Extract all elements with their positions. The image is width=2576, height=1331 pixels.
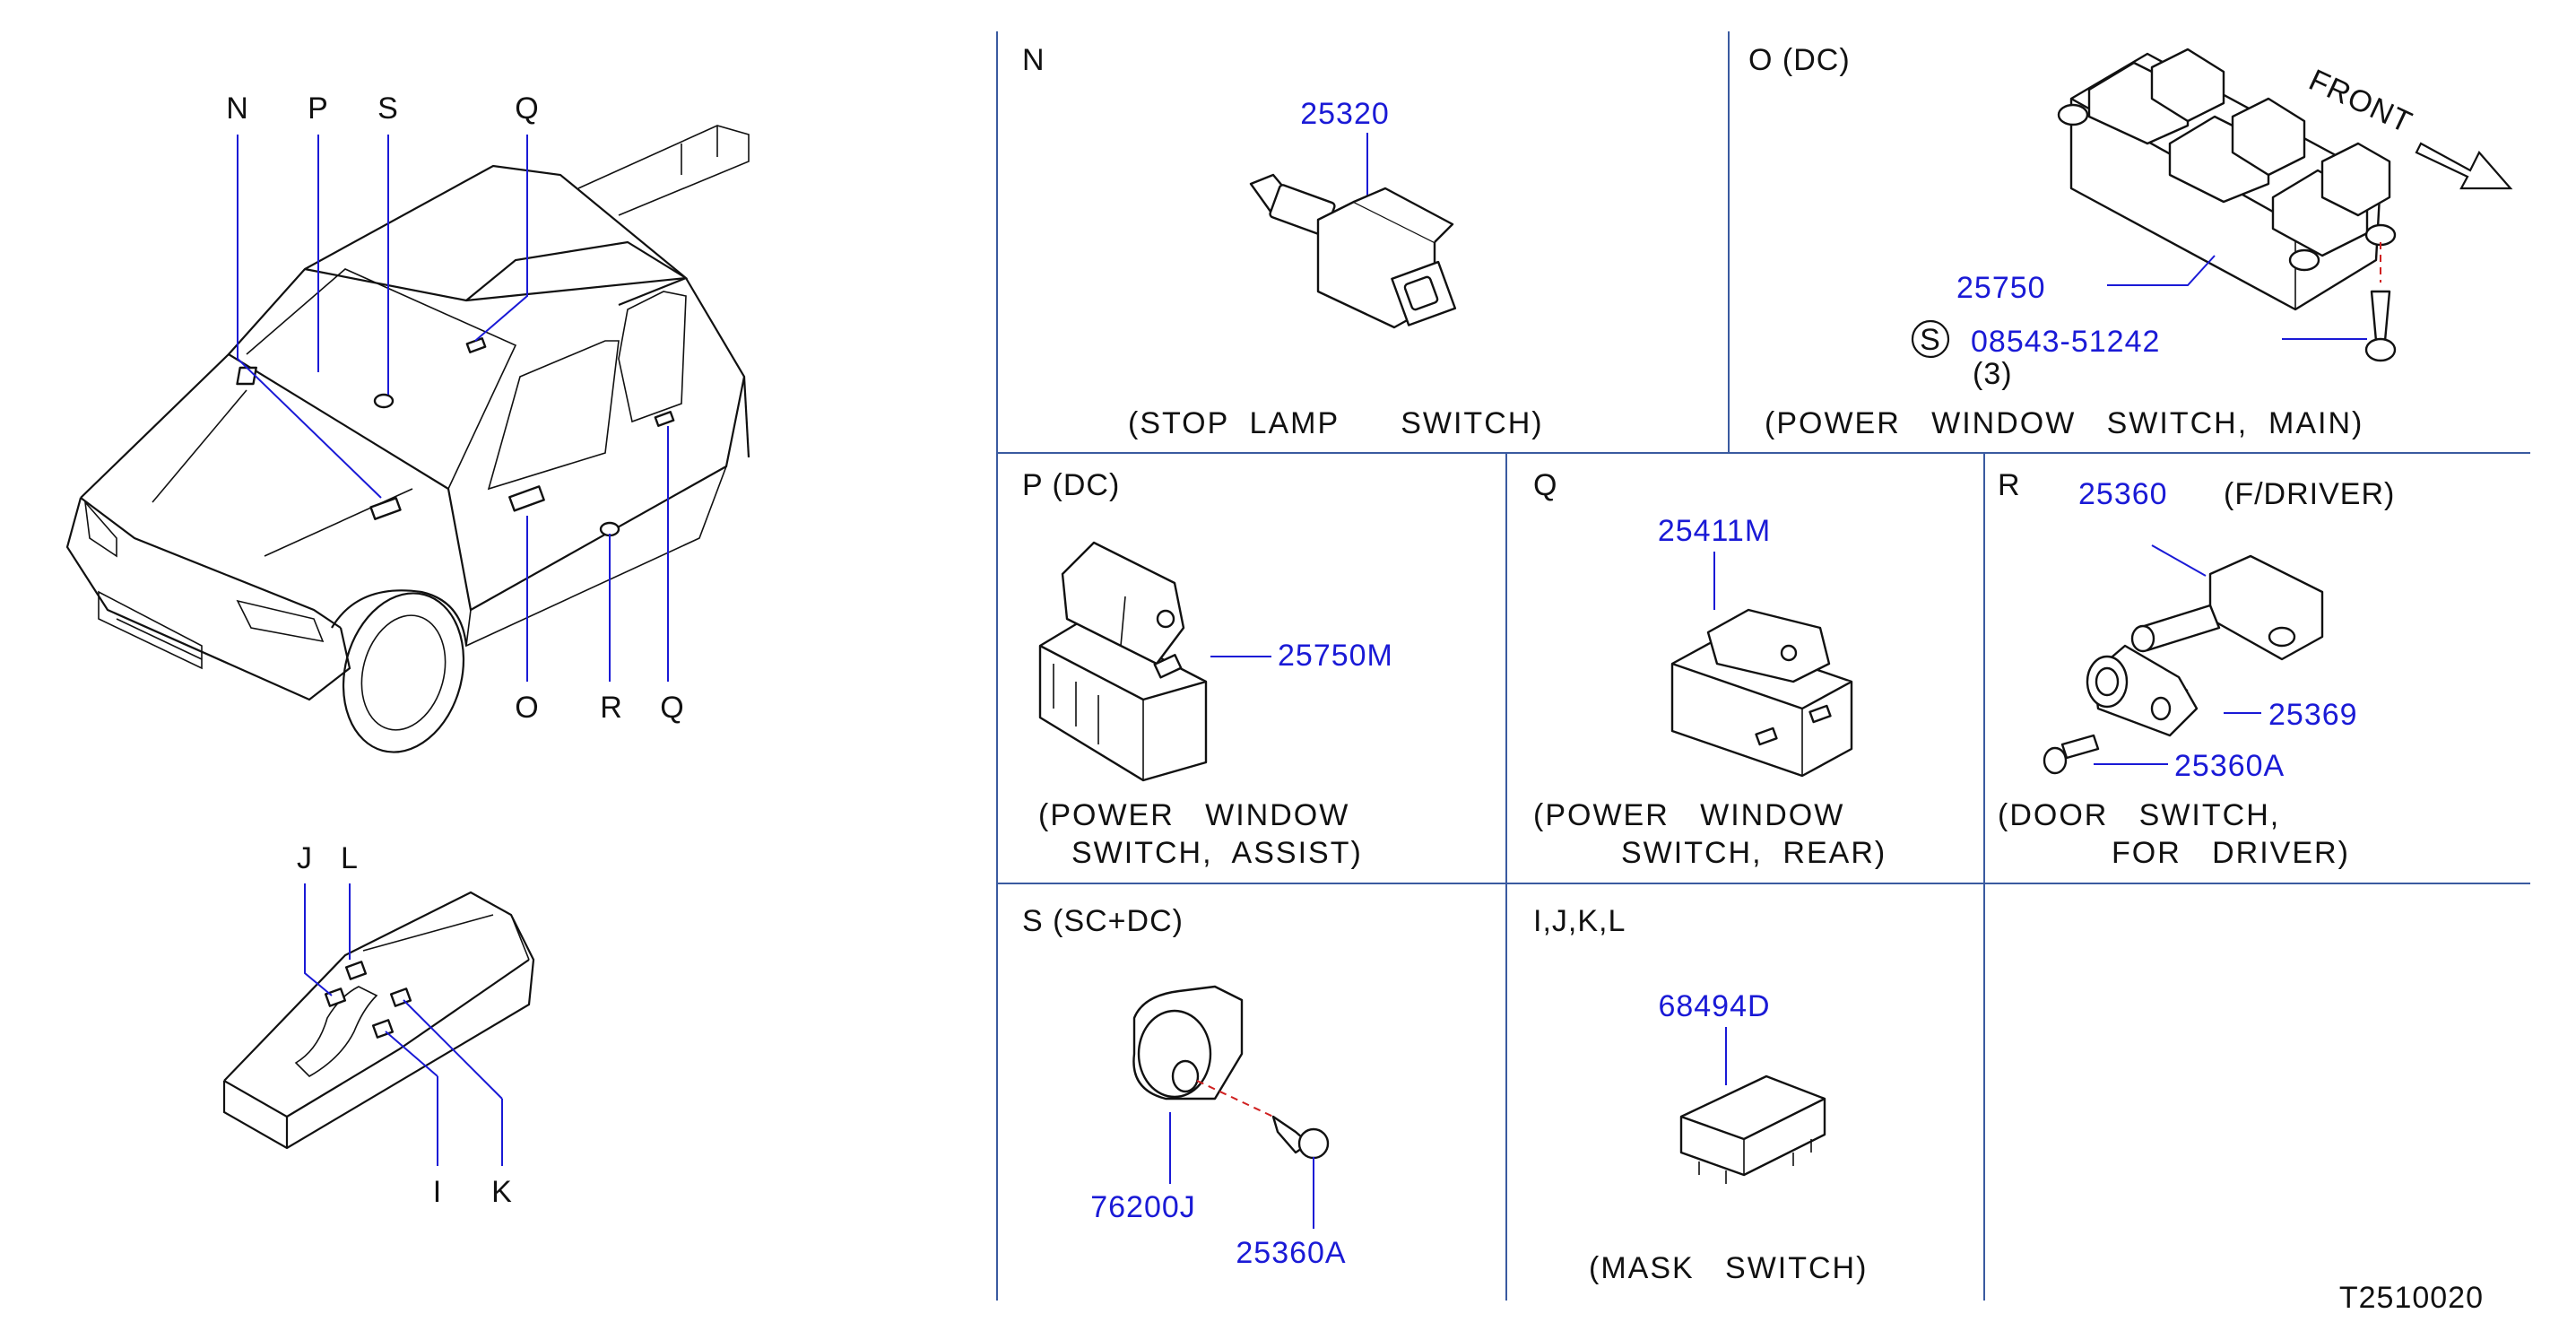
screw-part-number: 08543-51242: [1971, 325, 2160, 359]
callout-L: L: [341, 841, 359, 875]
callout-S: S: [377, 91, 399, 126]
switch-bracket-drawing: [1132, 985, 1330, 1160]
callout-O: O: [515, 691, 539, 725]
section-title: P (DC): [1022, 468, 1120, 502]
callout-R: R: [600, 691, 623, 725]
screw-quantity: (3): [1973, 357, 2013, 391]
drawing-id: T2510020: [2339, 1281, 2484, 1315]
part-number: 25320: [1300, 97, 1390, 131]
assist-switch-drawing: [1038, 541, 1208, 782]
caption: (STOP LAMP SWITCH): [1128, 406, 1544, 440]
section-title: Q: [1533, 468, 1557, 502]
part-number-25369: 25369: [2268, 698, 2358, 732]
section-O: O (DC) FRONT 25750 S 08543-51242 (3) (PO: [1748, 43, 2513, 440]
caption-line2: FOR DRIVER): [2112, 836, 2350, 870]
rear-switch-drawing: [1670, 608, 1853, 778]
section-title: N: [1022, 43, 1045, 77]
caption-line2: SWITCH, ASSIST): [1071, 836, 1363, 870]
caption-line2: SWITCH, REAR): [1621, 836, 1886, 870]
caption: (MASK SWITCH): [1589, 1251, 1868, 1285]
callout-N: N: [226, 91, 249, 126]
part-number-76200J: 76200J: [1090, 1190, 1196, 1224]
vehicle-illustration: N P S Q O R Q: [65, 91, 750, 753]
part-number: 25411M: [1658, 514, 1771, 548]
caption-line1: (POWER WINDOW: [1038, 798, 1349, 832]
part-number: 68494D: [1658, 989, 1770, 1023]
callout-Q-rear: Q: [660, 691, 684, 725]
section-title: O (DC): [1748, 43, 1851, 77]
fitment-note: (F/DRIVER): [2224, 477, 2395, 511]
callout-K: K: [491, 1175, 513, 1209]
part-number-25360A: 25360A: [1236, 1236, 1346, 1270]
callout-Q: Q: [515, 91, 539, 126]
mask-switch-drawing: [1679, 1074, 1826, 1184]
section-S: S (SC+DC) 76200J 25360A: [1022, 904, 1346, 1270]
screw-symbol: S: [1920, 323, 1941, 357]
callout-J: J: [297, 841, 313, 875]
caption-line1: (DOOR SWITCH,: [1998, 798, 2280, 832]
section-R: R 25360 (F/DRIVER) 25369 25360A (DOOR SW…: [1998, 468, 2395, 870]
callout-P: P: [308, 91, 329, 126]
part-number: 25750: [1956, 271, 2046, 305]
front-label: FRONT: [2303, 63, 2417, 140]
stop-lamp-switch-drawing: [1249, 173, 1457, 329]
caption: (POWER WINDOW SWITCH, MAIN): [1765, 406, 2364, 440]
front-arrow: [2415, 142, 2513, 190]
screw-symbol-circle: [1911, 319, 1950, 359]
main-switch-drawing: [2057, 48, 2397, 362]
section-Q: Q 25411M (POWER WINDOW SWITCH, REAR): [1533, 468, 1886, 870]
section-P: P (DC) 25750M (POWER WINDOW SWITCH, ASSI…: [1022, 468, 1393, 870]
part-number: 25750M: [1278, 639, 1393, 673]
console-illustration: J L I K: [222, 841, 535, 1209]
section-title: S (SC+DC): [1022, 904, 1184, 938]
section-title: R: [1998, 468, 2021, 502]
section-title: I,J,K,L: [1533, 904, 1626, 938]
door-switch-drawing: [2043, 554, 2324, 775]
callout-I: I: [433, 1175, 442, 1209]
part-number-25360A: 25360A: [2174, 749, 2285, 783]
part-number-25360: 25360: [2078, 477, 2168, 511]
section-grid: [996, 31, 2530, 1301]
section-IJKL: I,J,K,L 68494D (MASK SWITCH): [1533, 904, 1868, 1285]
caption-line1: (POWER WINDOW: [1533, 798, 1844, 832]
section-N: N 25320 (STOP LAMP SWITCH): [1022, 43, 1544, 440]
